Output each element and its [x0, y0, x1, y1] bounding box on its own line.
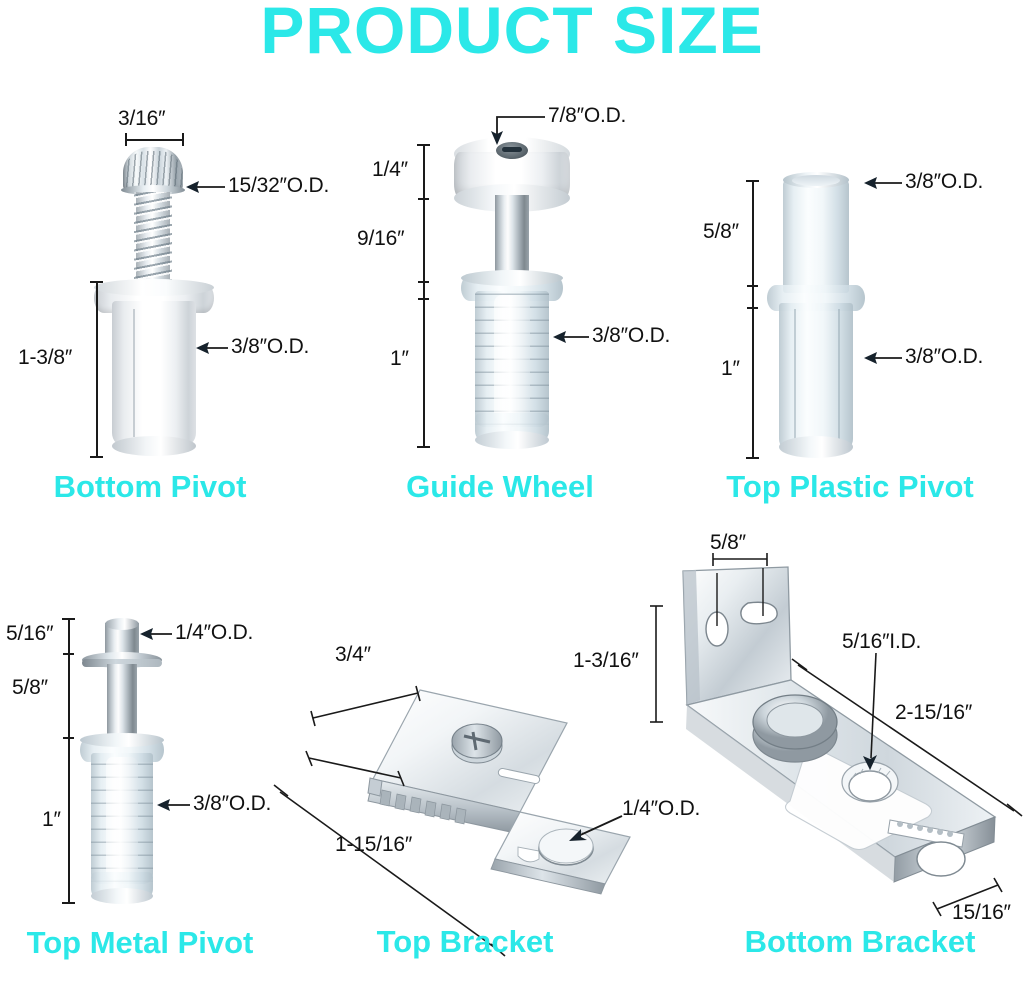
dim-tb-hole-od-label: 1/4″O.D. — [622, 797, 701, 820]
tpp-lower-bottom — [779, 436, 853, 458]
dim-stack-cap-top — [417, 144, 430, 146]
product-top-plastic-pivot: 3/8″O.D. 5/8″ 1″ 3/8″O.D. Top Plastic Pi… — [680, 95, 1024, 515]
tpp-upper-bore — [792, 175, 840, 186]
tpp-lower-seam-l — [794, 309, 796, 441]
dim-stem-height-label: 9/16″ — [357, 227, 405, 250]
tmp-sleeve-tip-bottom — [91, 888, 153, 904]
dim-tmp-line — [68, 618, 70, 903]
caption-top-metal-pivot: Top Metal Pivot — [26, 925, 254, 960]
dim-bb-length-label: 2-15/16″ — [895, 701, 973, 724]
dim-wheel-height-label: 1/4″ — [372, 158, 408, 181]
dim-stack-line — [423, 144, 425, 447]
bottom-pivot-barrel-seam — [133, 309, 135, 437]
dim-stack-tick-3 — [418, 298, 429, 300]
dim-body-od-label: 3/8″O.D. — [231, 335, 310, 358]
dim-head-od-label: 15/32″O.D. — [228, 174, 330, 197]
bottom-pivot-thread-ribs — [134, 192, 172, 292]
dim-wheel-od-arrow — [491, 116, 545, 145]
dim-tpp-tick-1 — [747, 285, 758, 287]
dim-tmp-tick-2 — [63, 737, 74, 739]
guide-wheel-screw-slot — [502, 147, 522, 152]
product-top-bracket: 3/4″ 1-15/16″ 1/4″O.D. Top Bracket — [270, 620, 700, 980]
bottom-pivot-barrel — [112, 301, 196, 447]
product-bottom-pivot: 3/16″ 15/32″O.D. 3/8″O.D. 1-3/8″ Bottom … — [0, 95, 340, 515]
dim-tb-length-label: 1-15/16″ — [335, 833, 413, 856]
bottom-pivot-barrel-bottom — [112, 436, 196, 456]
tmp-flange-top — [80, 733, 164, 747]
caption-bottom-bracket: Bottom Bracket — [744, 924, 976, 959]
dim-tpp-upper-od-label: 3/8″O.D. — [905, 170, 984, 193]
dim-tpp-lower-od-arrow — [864, 352, 902, 364]
dim-tmp-pin-od-arrow — [140, 628, 172, 640]
tpp-lower-tube — [779, 303, 853, 451]
dim-tpp-line — [752, 180, 754, 458]
guide-wheel-sleeve-tip-bottom — [475, 431, 549, 449]
bottom-pivot-flange-top — [94, 279, 214, 296]
caption-top-bracket: Top Bracket — [376, 924, 554, 959]
dim-tmp-pin-height-label: 5/16″ — [6, 622, 54, 645]
dim-head-width-cap-right — [182, 133, 184, 146]
dim-body-od-arrow — [196, 342, 228, 354]
dim-tb-width-label: 3/4″ — [335, 643, 371, 666]
dim-stack-cap-bottom — [417, 446, 430, 448]
dim-tb-width-rule — [310, 685, 421, 727]
product-guide-wheel: 7/8″O.D. 1/4″ 9/16″ 1″ 3/8″O.D. Guide Wh… — [345, 95, 685, 515]
dim-tpp-tick-2 — [747, 307, 758, 309]
dim-tmp-shaft-height-label: 5/8″ — [12, 676, 48, 699]
guide-wheel-stem — [495, 195, 529, 281]
product-top-metal-pivot: 1/4″O.D. 5/16″ 5/8″ 1″ 3/8″O.D. Top Meta… — [0, 590, 300, 980]
dim-tpp-cap-bottom — [746, 457, 759, 459]
dim-head-width-cap-left — [125, 133, 127, 146]
dim-tpp-cap-top — [746, 180, 759, 182]
tpp-lower-seam-r — [838, 309, 840, 441]
dim-sleeve-height-label: 1″ — [390, 347, 409, 370]
caption-top-plastic-pivot: Top Plastic Pivot — [726, 469, 974, 504]
dim-bb-face-height-label: 1-3/16″ — [573, 649, 639, 672]
dim-bb-depth-label: 15/16″ — [952, 901, 1011, 924]
tmp-sleeve-core — [106, 757, 138, 879]
top-bracket-body — [273, 689, 631, 957]
tmp-collar-edge — [82, 659, 162, 667]
dim-tmp-sleeve-od-arrow — [157, 799, 190, 811]
dim-tmp-sleeve-height-label: 1″ — [42, 808, 61, 831]
dim-total-height-cap-bottom — [90, 456, 103, 458]
guide-wheel-sleeve-core — [494, 295, 530, 421]
dim-stack-tick-1 — [418, 198, 429, 200]
caption-bottom-pivot: Bottom Pivot — [53, 469, 247, 504]
bottom-pivot-head-rim — [121, 185, 185, 195]
dim-total-height-label: 1-3/8″ — [18, 346, 73, 369]
dim-tpp-upper-height-label: 5/8″ — [703, 220, 739, 243]
dim-head-width-label: 3/16″ — [118, 107, 166, 130]
dim-head-width-line — [125, 139, 183, 141]
dim-bb-hole-id-label: 5/16″I.D. — [842, 630, 922, 653]
dim-stack-tick-2 — [418, 281, 429, 283]
dim-head-od-arrow — [186, 181, 225, 193]
dim-tmp-cap-bottom — [62, 902, 75, 904]
dim-tpp-lower-height-label: 1″ — [721, 357, 740, 380]
dim-sleeve-od-label: 3/8″O.D. — [592, 324, 671, 347]
product-bottom-bracket: 5/8″ 1-3/16″ 5/16″I.D. 2-15/16″ 15/16″ B… — [570, 530, 1024, 980]
dim-tmp-cap-top — [62, 618, 75, 620]
caption-guide-wheel: Guide Wheel — [406, 469, 594, 504]
tmp-pin-top — [105, 618, 139, 630]
guide-wheel-flange-top — [461, 270, 563, 286]
dim-tmp-pin-od-label: 1/4″O.D. — [175, 621, 254, 644]
dim-tpp-lower-od-label: 3/8″O.D. — [905, 345, 984, 368]
dim-total-height-cap-top — [90, 281, 103, 283]
dim-sleeve-od-arrow — [553, 331, 589, 343]
dim-total-height-line — [96, 281, 98, 457]
page-title: PRODUCT SIZE — [260, 0, 764, 67]
dim-wheel-od-label: 7/8″O.D. — [548, 104, 627, 127]
dim-tmp-sleeve-od-label: 3/8″O.D. — [193, 792, 272, 815]
dim-tpp-upper-od-arrow — [864, 177, 902, 189]
dim-tmp-tick-1 — [63, 653, 74, 655]
tpp-upper-tube — [783, 179, 849, 293]
dim-bb-hole-spacing-label: 5/8″ — [710, 531, 746, 554]
tmp-shaft — [107, 664, 137, 745]
bottom-bracket-body — [650, 553, 1023, 917]
